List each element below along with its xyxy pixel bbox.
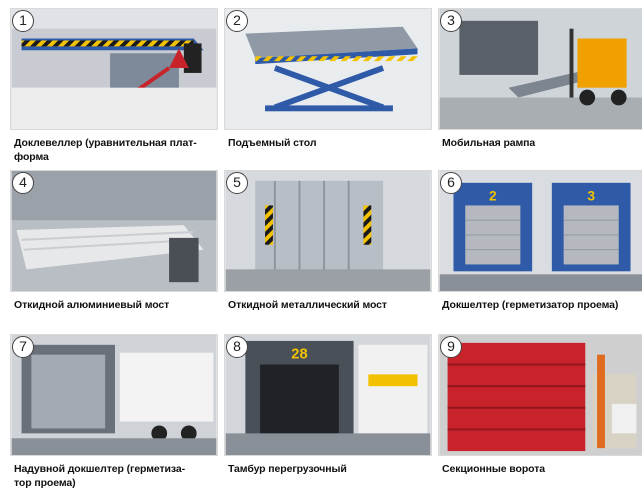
aluminium-bridge-photo [10, 170, 218, 292]
dock-leveler-photo [10, 8, 218, 130]
item-number: 5 [226, 172, 248, 194]
item-caption: Секционные ворота [442, 463, 545, 475]
inflatable-shelter-icon [11, 335, 217, 455]
mobile-ramp-icon [439, 9, 642, 129]
item-caption: Доклевеллер (уравнительная плат- форма [14, 137, 197, 163]
item-number: 3 [440, 10, 462, 32]
item-caption: Мобильная рампа [442, 137, 536, 149]
item-number: 8 [226, 336, 248, 358]
dock-leveler-icon [11, 9, 217, 129]
dock-shelter-icon: 2 3 [439, 171, 642, 291]
item-number: 1 [12, 10, 34, 32]
loading-house-icon: 28 [225, 335, 431, 455]
item-number: 7 [12, 336, 34, 358]
dock-shelter-photo: 2 3 [438, 170, 642, 292]
sectional-door-icon [439, 335, 642, 455]
lift-table-icon [225, 9, 431, 129]
door-number-3: 3 [587, 189, 595, 204]
item-caption: Откидной металлический мост [228, 299, 387, 311]
metal-bridge-icon [225, 171, 431, 291]
mobile-ramp-photo [438, 8, 642, 130]
inflatable-shelter-photo [10, 334, 218, 456]
item-number: 6 [440, 172, 462, 194]
item-caption: Докшелтер (герметизатор проема) [442, 299, 619, 311]
item-caption: Откидной алюминиевый мост [14, 299, 170, 311]
lift-table-photo [224, 8, 432, 130]
item-caption: Тамбур перегрузочный [228, 463, 347, 475]
door-number-2: 2 [489, 189, 497, 204]
sectional-door-photo [438, 334, 642, 456]
item-number: 4 [12, 172, 34, 194]
item-caption: Надувной докшелтер (герметиза- тор проем… [14, 463, 186, 489]
item-number: 9 [440, 336, 462, 358]
metal-bridge-photo [224, 170, 432, 292]
tambour-number: 28 [291, 347, 307, 363]
item-caption: Подъемный стол [228, 137, 317, 149]
item-number: 2 [226, 10, 248, 32]
loading-house-photo: 28 [224, 334, 432, 456]
aluminium-bridge-icon [11, 171, 217, 291]
